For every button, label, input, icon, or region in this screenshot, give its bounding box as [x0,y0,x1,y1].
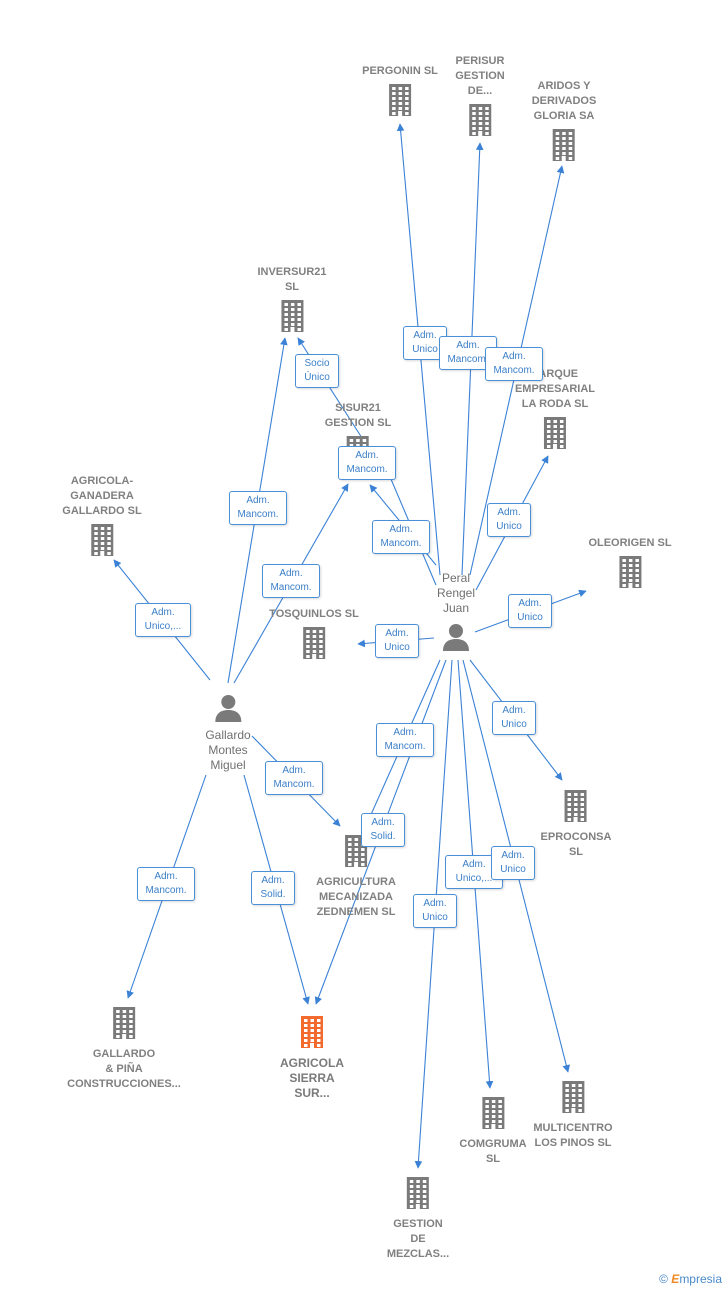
building-icon [362,83,438,122]
company-node-agricultura[interactable]: AGRICULTURA MECANIZADA ZEDNEMEN SL [316,834,396,920]
building-icon [269,626,359,665]
company-label: TOSQUINLOS SL [269,608,359,620]
edge-label-e13[interactable]: Adm. Unico [492,701,536,735]
footer-brand: © Empresia [659,1272,722,1286]
company-label: AGRICOLA- GANADERA GALLARDO SL [62,475,142,517]
brand-name: mpresia [679,1272,722,1286]
company-label: COMGRUMA SL [459,1138,527,1165]
building-icon [532,128,597,167]
copyright-icon: © [659,1272,668,1286]
company-node-aridos[interactable]: ARIDOS Y DERIVADOS GLORIA SA [531,79,597,167]
edge-label-e14[interactable]: Adm. Mancom. [265,761,323,795]
building-icon [257,299,326,338]
building-icon [588,555,671,594]
edge-label-e18[interactable]: Adm. Solid. [251,871,295,905]
building-icon [62,523,141,562]
company-node-sisur[interactable]: SISUR21 GESTION SL [324,401,392,474]
edge-label-e11[interactable]: Adm. Unico [375,624,419,658]
edge-label-e5[interactable]: Adm. Mancom. [372,520,430,554]
building-icon [67,1006,181,1045]
building-icon [387,1176,449,1215]
company-label: GALLARDO & PIÑA CONSTRUCCIONES... [67,1048,181,1090]
edge-label-e6[interactable]: Adm. Mancom. [229,491,287,525]
company-node-comgruma[interactable]: COMGRUMA SL [459,1096,527,1167]
edge-label-e8[interactable]: Adm. Mancom. [262,564,320,598]
company-node-agricola-sierra[interactable]: AGRICOLA SIERRA SUR... [280,1015,344,1101]
company-node-inversur[interactable]: INVERSUR21 SL [257,265,327,338]
edge-label-e15[interactable]: Adm. Mancom. [376,723,434,757]
person-icon [437,622,475,657]
edge-label-e10[interactable]: Adm. Unico,... [135,603,191,637]
company-node-perisur[interactable]: PERISUR GESTION DE... [455,54,505,142]
building-icon [541,789,612,828]
edge-label-e7[interactable]: Adm. Unico [487,503,531,537]
company-node-gallardo-pina[interactable]: GALLARDO & PIÑA CONSTRUCCIONES... [67,1006,181,1092]
person-label: Gallardo Montes Miguel [205,728,251,772]
edge-label-e21[interactable]: Adm. Unico [413,894,457,928]
company-node-multicentro[interactable]: MULTICENTRO LOS PINOS SL [533,1080,613,1151]
building-icon [459,1096,526,1135]
company-label: EPROCONSA SL [540,831,612,858]
company-label: OLEORIGEN SL [588,537,672,549]
company-node-gestion-mezclas[interactable]: GESTION DE MEZCLAS... [387,1176,449,1262]
company-label: PARQUE EMPRESARIAL LA RODA SL [514,368,596,410]
building-icon [280,1015,344,1054]
company-node-pergonin[interactable]: PERGONIN SL [362,64,438,122]
company-label: PERGONIN SL [362,65,438,77]
edge-label-e4[interactable]: Socio Único [295,354,339,388]
company-label: SISUR21 GESTION SL [324,402,392,429]
edge-label-e20[interactable]: Adm. Unico [491,846,535,880]
person-node-gallardo[interactable]: Gallardo Montes Miguel [205,693,251,773]
company-node-agricola-ganadera[interactable]: AGRICOLA- GANADERA GALLARDO SL [62,474,142,562]
building-icon [455,103,505,142]
edge-label-e3[interactable]: Adm. Mancom. [485,347,543,381]
edge-label-e9[interactable]: Adm. Mancom. [338,446,396,480]
building-icon [533,1080,612,1119]
edge-label-e12[interactable]: Adm. Unico [508,594,552,628]
person-label: Peral Rengel Juan [436,571,476,615]
company-node-tosquinlos[interactable]: TOSQUINLOS SL [269,607,359,665]
person-node-peral[interactable]: Peral Rengel Juan [437,571,475,657]
company-label: ARIDOS Y DERIVADOS GLORIA SA [531,80,597,122]
company-label: INVERSUR21 SL [257,266,327,293]
company-label: MULTICENTRO LOS PINOS SL [533,1122,613,1149]
company-label: GESTION DE MEZCLAS... [386,1218,450,1260]
building-icon [515,416,595,455]
company-node-oleorigen[interactable]: OLEORIGEN SL [588,536,672,594]
edge-label-e17[interactable]: Adm. Mancom. [137,867,195,901]
company-label: AGRICOLA SIERRA SUR... [280,1056,344,1100]
company-node-parque[interactable]: PARQUE EMPRESARIAL LA RODA SL [515,367,595,455]
company-label: AGRICULTURA MECANIZADA ZEDNEMEN SL [316,876,396,918]
company-node-eproconsa[interactable]: EPROCONSA SL [540,789,612,860]
brand-logo-e: E [671,1272,680,1286]
company-label: PERISUR GESTION DE... [455,55,505,97]
person-icon [205,693,250,728]
edge-label-e16[interactable]: Adm. Solid. [361,813,405,847]
